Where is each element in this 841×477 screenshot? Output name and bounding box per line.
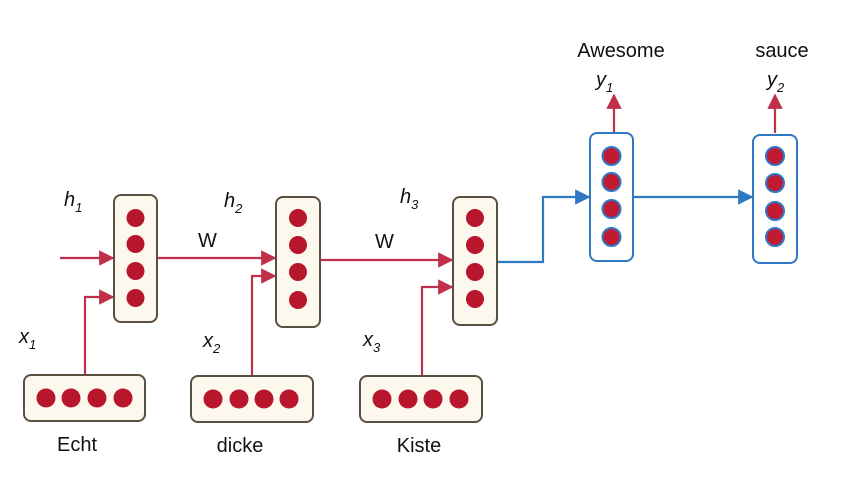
- label-x2: x2: [202, 330, 221, 356]
- h2-unit: [289, 263, 307, 281]
- h1-unit: [126, 235, 145, 253]
- x3-to-h3-arrow: [420, 279, 454, 378]
- h2-unit: [289, 209, 307, 227]
- x3-unit: [398, 389, 418, 409]
- x1-unit: [113, 388, 133, 408]
- decoder-1-unit: [601, 146, 622, 166]
- word-sauce: sauce: [755, 40, 808, 62]
- x2-unit: [254, 389, 274, 409]
- decoder-arrows: [497, 189, 754, 264]
- input-vector-x3: [359, 375, 483, 423]
- decoder-state-2: [752, 134, 798, 264]
- label-x1: x1: [18, 326, 36, 352]
- label-w-1: W: [198, 230, 217, 252]
- decoder-2-unit: [765, 146, 785, 166]
- word-echt: Echt: [57, 434, 97, 456]
- label-w-2: W: [375, 231, 394, 253]
- decoder-state-1: [589, 132, 634, 262]
- x2-unit: [203, 389, 223, 409]
- decoder-2-unit: [765, 173, 785, 193]
- input-vector-x2: [190, 375, 314, 423]
- h2-unit: [289, 236, 307, 254]
- label-h3: h3: [400, 186, 419, 212]
- h3-unit: [466, 290, 484, 308]
- decoder-1-unit: [601, 227, 622, 247]
- label-x3: x3: [362, 329, 381, 355]
- x3-unit: [449, 389, 469, 409]
- x3-unit: [423, 389, 443, 409]
- decoder-1-unit: [601, 199, 622, 219]
- h2-unit: [289, 291, 307, 309]
- h1-unit: [126, 209, 145, 227]
- input-vector-x1: [23, 374, 146, 422]
- x2-unit: [229, 389, 249, 409]
- h3-unit: [466, 263, 484, 281]
- hidden-state-h3: [452, 196, 498, 326]
- decoder-1-unit: [601, 172, 622, 192]
- decoder-2-unit: [765, 201, 785, 221]
- decoder-2-unit: [765, 227, 785, 247]
- label-y2: y2: [765, 69, 785, 95]
- h3-unit: [466, 236, 484, 254]
- label-h1: h1: [64, 189, 82, 215]
- word-dicke: dicke: [217, 435, 264, 457]
- hidden-state-h1: [113, 194, 158, 323]
- encoder-arrows: [60, 93, 783, 378]
- x2-unit: [279, 389, 299, 409]
- x3-unit: [372, 389, 392, 409]
- x1-unit: [36, 388, 56, 408]
- word-kiste: Kiste: [397, 435, 441, 457]
- word-awesome: Awesome: [577, 40, 664, 62]
- x2-to-h2-arrow: [250, 268, 277, 378]
- h3-unit: [466, 209, 484, 227]
- hidden-state-h2: [275, 196, 321, 328]
- h3-to-decoder-arrow: [497, 189, 591, 264]
- label-y1: y1: [594, 69, 613, 95]
- x1-unit: [87, 388, 107, 408]
- label-h2: h2: [224, 190, 243, 216]
- h1-unit: [126, 262, 145, 280]
- x1-to-h1-arrow: [83, 289, 115, 378]
- h1-unit: [126, 289, 145, 307]
- x1-unit: [61, 388, 81, 408]
